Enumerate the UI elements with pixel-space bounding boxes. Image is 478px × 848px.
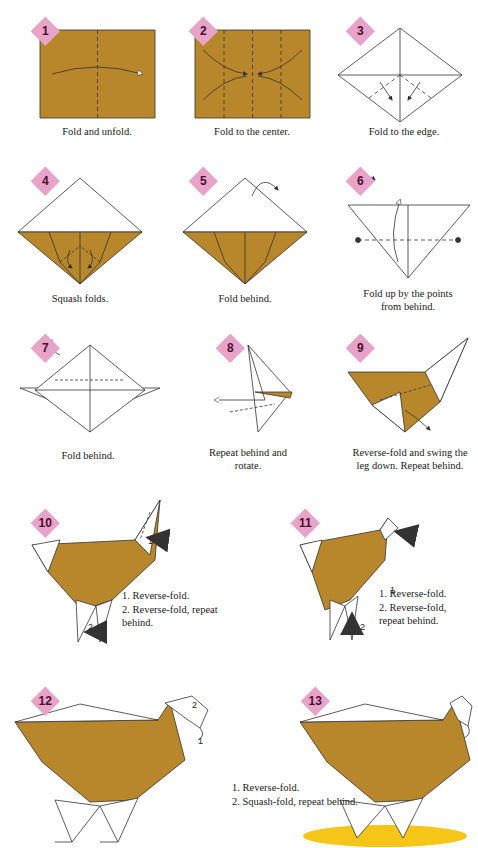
step-number: 13 (309, 694, 322, 708)
step4-figure (18, 178, 142, 284)
step-caption: 1. Reverse-fold. (232, 782, 382, 795)
step-number: 12 (39, 694, 52, 708)
step-badge: 4 (30, 166, 61, 197)
step-badge: 3 (345, 16, 376, 47)
step-caption: Fold behind. (180, 293, 310, 306)
step-caption: 1. Reverse-fold. (379, 588, 474, 601)
step-badge: 6 (345, 166, 376, 197)
callout-number: 2 (360, 622, 365, 632)
step12-figure (15, 696, 208, 842)
step-badge: 7 (30, 333, 61, 364)
step-badge: 5 (188, 166, 219, 197)
step-number: 7 (42, 341, 49, 355)
step-badge: 10 (30, 508, 61, 539)
step-number: 4 (42, 174, 49, 188)
step-number: 9 (357, 341, 364, 355)
step13-figure (300, 696, 472, 847)
callout-number: 1 (148, 536, 153, 546)
step6-figure (348, 176, 470, 278)
step-badge: 9 (345, 333, 376, 364)
step-badge: 8 (215, 333, 246, 364)
step1-figure (40, 30, 155, 118)
callout-number: 2 (192, 700, 197, 710)
step-caption: 2. Reverse-fold, repeat behind. (122, 604, 232, 629)
step-number: 1 (42, 24, 49, 38)
step-caption: Fold and unfold. (22, 126, 172, 139)
step-badge: 2 (188, 16, 219, 47)
step-badge: 11 (290, 508, 321, 539)
step-caption: 2. Reverse-fold, repeat behind. (379, 602, 474, 627)
callout-number: 1 (198, 736, 203, 746)
step-number: 2 (200, 24, 207, 38)
step-number: 6 (357, 174, 364, 188)
step-caption: Squash folds. (10, 293, 150, 306)
step-badge: 13 (300, 686, 331, 717)
step2-figure (195, 30, 310, 118)
step-caption: Repeat behind and rotate. (203, 447, 293, 472)
step-badge: 1 (30, 16, 61, 47)
step-badge: 12 (30, 686, 61, 717)
step-caption: Fold to the center. (177, 126, 327, 139)
step-number: 8 (227, 341, 234, 355)
step-caption: 1. Reverse-fold. (122, 590, 232, 603)
step-caption: Reverse-fold and swing the leg down. Rep… (350, 447, 470, 472)
step-number: 10 (39, 516, 52, 530)
step-number: 3 (357, 24, 364, 38)
step-number: 5 (200, 174, 207, 188)
step-number: 11 (299, 516, 312, 530)
step-caption: Fold to the edge. (334, 126, 474, 139)
step-caption: Fold behind. (18, 450, 158, 463)
step-caption: 2. Squash-fold, repeat behind. (232, 796, 382, 809)
callout-number: 2 (88, 622, 93, 632)
step-caption: Fold up by the points from behind. (353, 288, 463, 313)
